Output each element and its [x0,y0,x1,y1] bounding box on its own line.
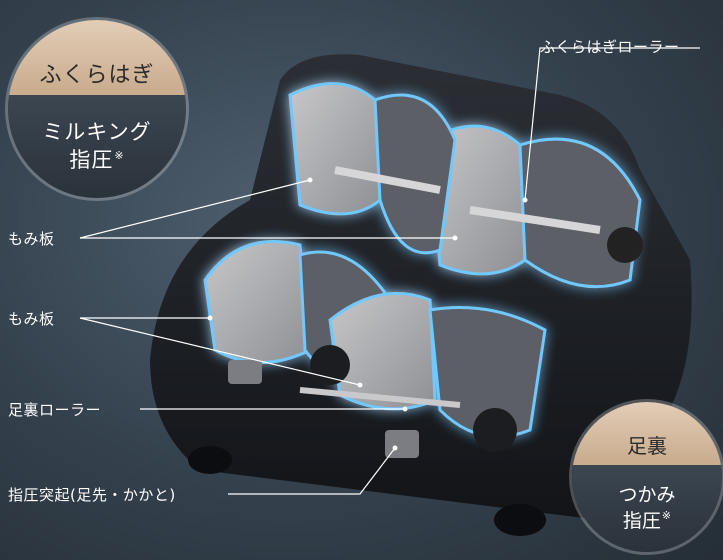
kneading-plate-label-1: もみ板 [8,230,55,248]
sole-badge-line2: 指圧 [622,509,661,532]
sole-roller-label: 足裏ローラー [8,401,102,419]
calf-badge-line1: ミルキング [42,120,152,145]
sole-badge-line2-wrap: 指圧※ [623,509,671,535]
sole-badge-body: つかみ 指圧※ [572,465,722,552]
calf-badge-mark: ※ [114,149,125,163]
foot-right [494,504,546,536]
leader-lines [79,47,700,495]
calf-feature-badge: ふくらはぎ ミルキング 指圧※ [8,20,186,198]
calf-badge-line2: 指圧 [69,148,114,173]
calf-roller-label: ふくらはぎローラー [540,38,680,56]
sole-badge-title: 足裏 [572,402,722,465]
foot-left [188,446,232,474]
sole-feature-badge: 足裏 つかみ 指圧※ [572,402,722,552]
calf-badge-body: ミルキング 指圧※ [8,94,186,198]
sole-badge-mark: ※ [661,509,672,523]
calf-badge-line2-wrap: 指圧※ [69,146,124,174]
sole-badge-line1: つかみ [618,483,676,506]
acupressure-label: 指圧突起(足先・かかと) [8,486,176,504]
calf-badge-title: ふくらはぎ [8,20,186,95]
kneading-plate-label-2: もみ板 [8,310,55,328]
calf-pads [288,82,642,289]
